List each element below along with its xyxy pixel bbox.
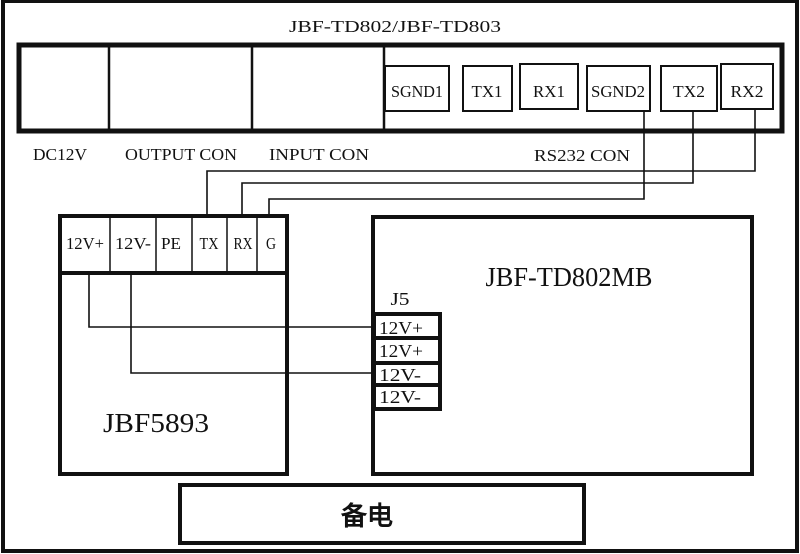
pin-label: 12V+	[379, 318, 423, 338]
device-title: JBF-TD802/JBF-TD803	[289, 17, 501, 36]
module-name: JBF-TD802MB	[486, 262, 653, 292]
terminal-rx: RX	[234, 234, 253, 253]
pin-label: 12V-	[379, 365, 421, 385]
terminal-g: G	[266, 234, 276, 253]
connector-label: J5	[391, 289, 410, 309]
module-name: JBF5893	[103, 408, 209, 438]
svg-text:TX2: TX2	[673, 82, 705, 101]
battery-label: 备电	[340, 502, 393, 532]
terminal-rx1: RX1	[519, 63, 579, 110]
svg-text:RX2: RX2	[731, 82, 764, 101]
svg-text:RX1: RX1	[533, 82, 565, 101]
label-input-con: INPUT CON	[269, 145, 369, 164]
wire-sgnd2-to-g	[268, 111, 645, 216]
svg-text:SGND1: SGND1	[391, 82, 443, 101]
connector-j5: 12V+ 12V+ 12V- 12V-	[372, 312, 442, 411]
pin-label: 12V+	[379, 341, 423, 361]
terminal-tx: TX	[200, 234, 219, 253]
terminal-pe: PE	[161, 234, 181, 253]
wire-tx2-to-rx	[241, 111, 694, 216]
module-jbf5893: 12V+ 12V- PE TX RX G JBF5893	[58, 214, 289, 476]
pin-label: 12V-	[379, 387, 421, 407]
label-rs232-con: RS232 CON	[534, 146, 630, 165]
wire-12v-plus	[88, 273, 374, 328]
terminal-sgnd1: SGND1	[384, 65, 450, 112]
terminal-12v-minus: 12V-	[115, 234, 151, 253]
battery-box: 备电	[178, 483, 586, 545]
svg-text:SGND2: SGND2	[591, 82, 645, 101]
terminal-sgnd2: SGND2	[586, 65, 651, 112]
label-dc12v: DC12V	[33, 145, 88, 164]
terminal-rx2: RX2	[720, 63, 774, 110]
module-jbf-td802mb: JBF-TD802MB J5 12V+ 12V+ 12V- 12V-	[371, 215, 754, 476]
terminal-12v-plus: 12V+	[66, 234, 104, 253]
top-panel: SGND1 TX1 RX1 SGND2 TX2 RX2	[16, 42, 785, 134]
terminal-tx2: TX2	[660, 65, 718, 112]
wire-12v-minus	[130, 273, 374, 374]
wire-rx2-to-tx	[206, 109, 756, 216]
label-output-con: OUTPUT CON	[125, 145, 237, 164]
terminal-tx1: TX1	[462, 65, 513, 112]
svg-text:TX1: TX1	[472, 82, 503, 101]
